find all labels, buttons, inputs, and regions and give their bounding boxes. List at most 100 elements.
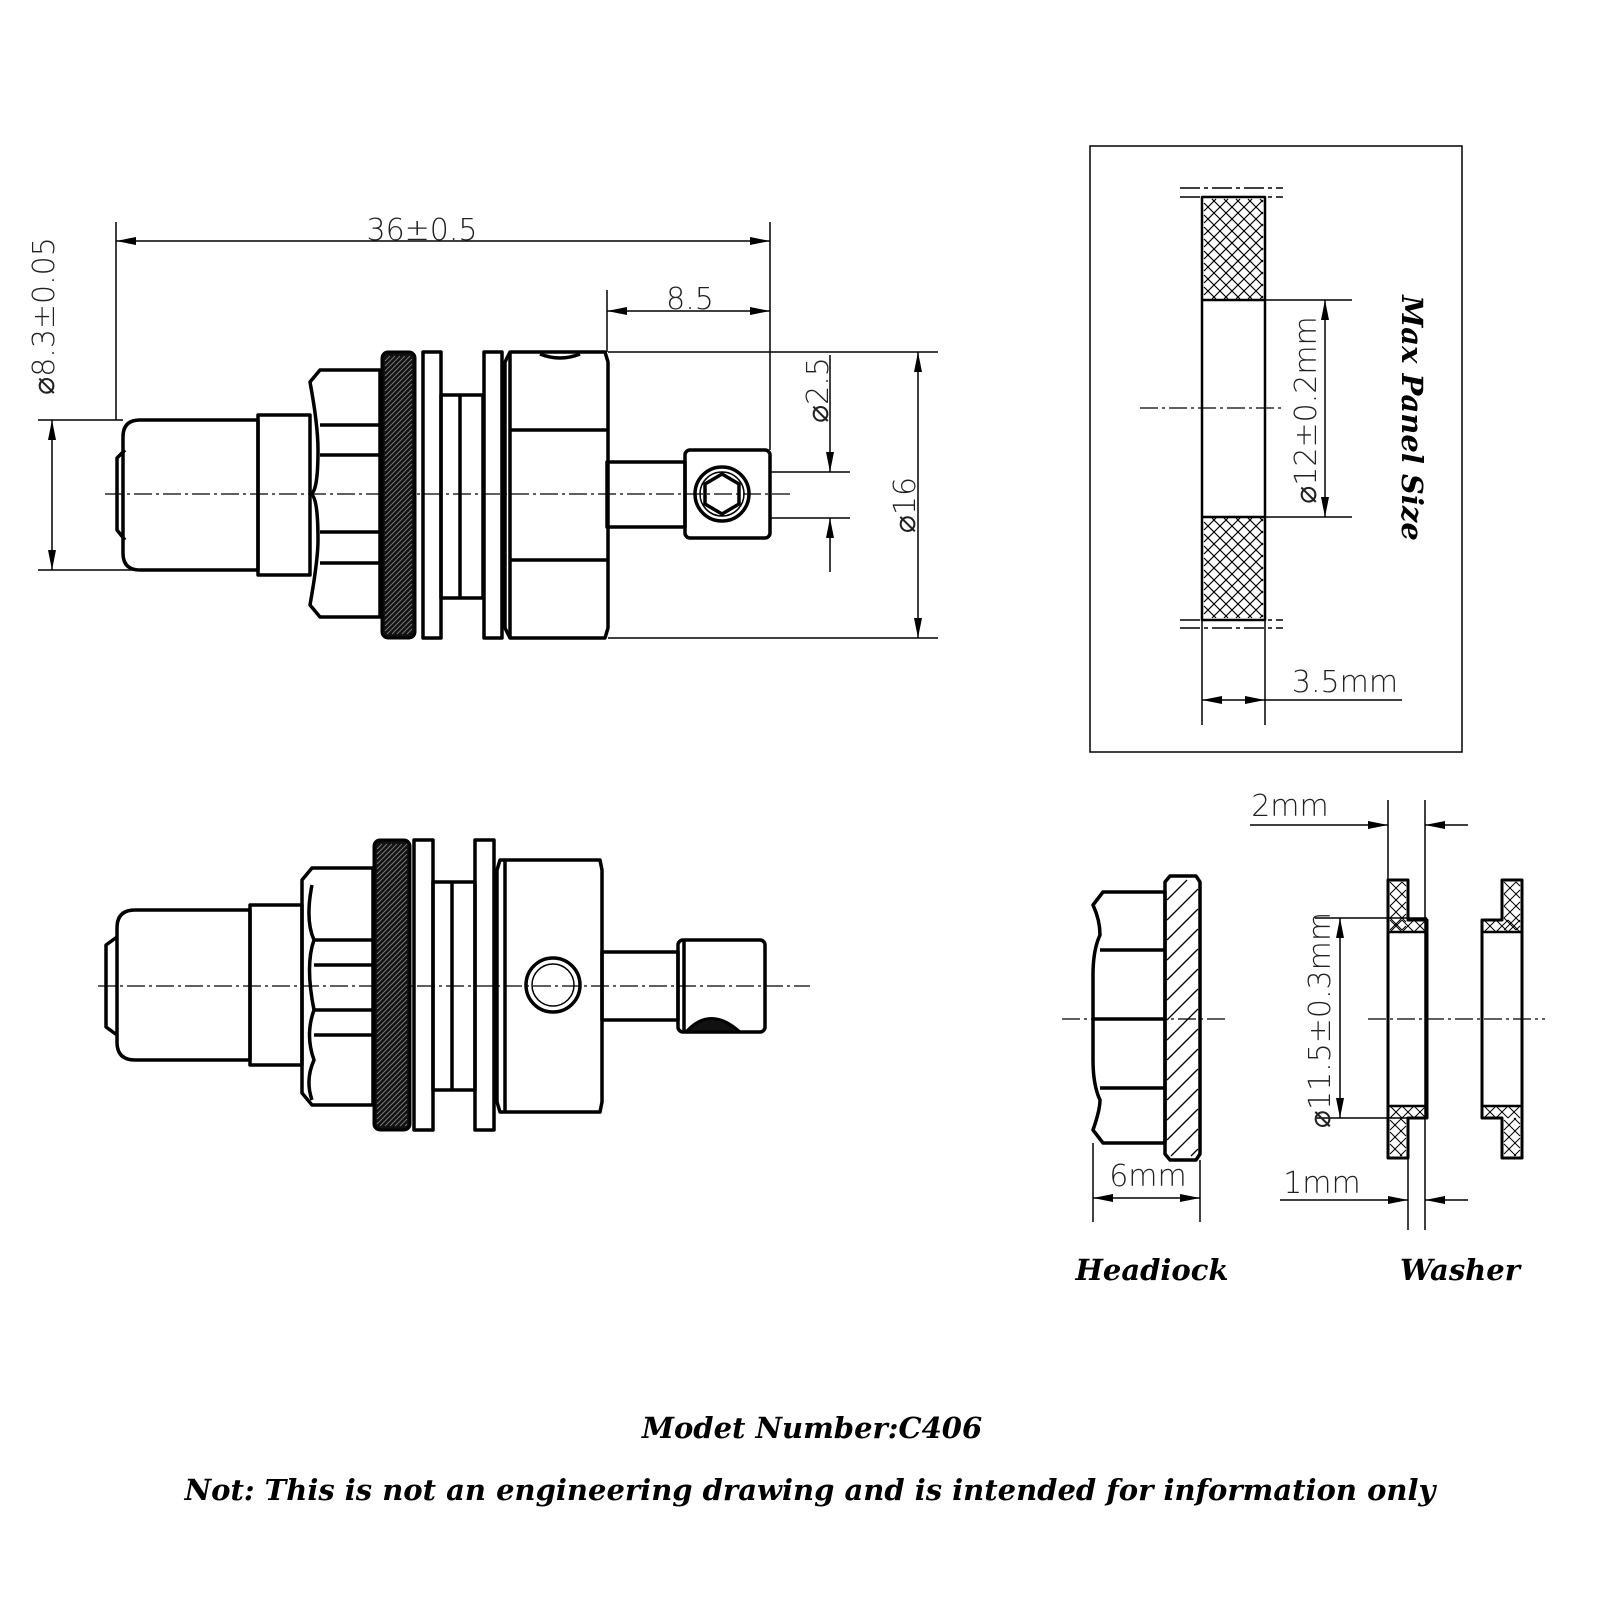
- hatch-line: [401, 623, 413, 635]
- hatch-line: [1503, 1125, 1521, 1143]
- hatch-line: [376, 843, 403, 870]
- hatch-line: [1413, 919, 1426, 932]
- hatch-line: [376, 1093, 408, 1125]
- hatch-line: [376, 853, 408, 885]
- max-panel-size-title: Max Panel Size: [1395, 294, 1429, 541]
- hatch-line: [1389, 905, 1407, 923]
- hatch-line: [384, 518, 413, 547]
- hatch-line: [376, 1023, 408, 1055]
- hatch-line: [376, 848, 408, 880]
- hatch-line: [376, 953, 408, 985]
- body-barrel: [495, 858, 604, 1114]
- hatch-line: [376, 1088, 408, 1120]
- hatch-line: [1166, 948, 1199, 981]
- hatch-line: [384, 355, 406, 377]
- hex-nut-lines: [314, 938, 373, 1037]
- hatch-line: [1166, 879, 1188, 901]
- hatch-line: [1203, 593, 1229, 619]
- hatch-line: [1166, 1108, 1199, 1141]
- hatch-line: [1503, 1143, 1517, 1157]
- hatch-line: [1259, 517, 1264, 522]
- hatch-line: [1203, 286, 1217, 300]
- hatch-line: [1401, 919, 1415, 933]
- hatch-line: [384, 355, 401, 372]
- hatch-line: [1203, 250, 1253, 300]
- hatch-line: [1503, 889, 1521, 907]
- headlock-hex: [1091, 890, 1167, 1145]
- washer-front: [421, 350, 443, 640]
- washer-front: [412, 838, 435, 1132]
- hatch-line: [1166, 888, 1199, 921]
- washer-inner-label: ⌀11.5±0.3mm: [1303, 912, 1338, 1128]
- hatch-line: [1235, 198, 1264, 227]
- hatch-line: [376, 1068, 408, 1100]
- hatch-line: [379, 1098, 408, 1127]
- hatch-line: [376, 993, 408, 1025]
- hatch-line: [1389, 913, 1407, 931]
- hatch-line: [384, 473, 413, 502]
- hatch-line: [1389, 919, 1403, 933]
- hatch-line: [376, 928, 408, 960]
- hatch-line: [384, 1103, 408, 1127]
- hatch-line: [1483, 1105, 1497, 1119]
- hatch-line: [384, 355, 411, 382]
- hatch-line: [384, 378, 413, 407]
- hatch-line: [384, 598, 413, 627]
- hatch-line: [376, 1058, 408, 1090]
- hatch-line: [376, 843, 393, 860]
- hatch-line: [1203, 557, 1264, 618]
- hatch-line: [1495, 1105, 1509, 1119]
- hatch-line: [384, 433, 413, 462]
- hatch-line: [404, 1123, 408, 1127]
- body-notch: [539, 352, 581, 360]
- hatch-line: [406, 628, 413, 635]
- hatch-line: [376, 1013, 408, 1045]
- panel-crosshatch: [1203, 198, 1264, 619]
- hatch-line: [1203, 605, 1217, 619]
- hatch-line: [1203, 533, 1264, 594]
- body-barrel: [503, 350, 610, 640]
- panel-hole-label: ⌀12±0.2mm: [1289, 316, 1324, 504]
- flange-hatch: [1166, 879, 1199, 1157]
- hex-nut-facets: [320, 423, 380, 565]
- hatch-line: [1503, 913, 1521, 931]
- washer-width-label: 2mm: [1251, 789, 1329, 824]
- washer-back: [473, 838, 496, 1132]
- hatch-line: [1211, 247, 1264, 300]
- hex-nut: [308, 368, 382, 619]
- hatch-line: [376, 963, 408, 995]
- hatch-line: [376, 843, 408, 875]
- hatch-line: [1166, 968, 1199, 1001]
- hatch-line: [1223, 517, 1264, 558]
- hatch-line: [384, 468, 413, 497]
- hatch-line: [384, 423, 413, 452]
- hatch-line: [1203, 581, 1241, 619]
- hatch-line: [376, 1048, 408, 1080]
- hatch-line: [1235, 271, 1264, 300]
- hatch-line: [1503, 1119, 1521, 1137]
- hatch-line: [376, 983, 408, 1015]
- hatch-line: [384, 573, 413, 602]
- hatch-line: [376, 1028, 408, 1060]
- hatch-line: [1203, 545, 1264, 606]
- hatch-line: [384, 508, 413, 537]
- hatch-line: [1389, 889, 1407, 907]
- hatch-line: [384, 453, 413, 482]
- connector-side-view-top: 36±0.5 8.5 ⌀8.3±0.05 ⌀2.5 ⌀16: [27, 213, 938, 640]
- panel-dimension-lines: [1201, 299, 1402, 725]
- hatch-line: [376, 868, 408, 900]
- tip-cap: [104, 935, 119, 1037]
- hatch-line: [1503, 917, 1517, 931]
- set-screw-ring: [699, 471, 745, 517]
- hatch-line: [1235, 590, 1264, 619]
- hatch-line: [376, 1003, 408, 1035]
- hatch-line: [376, 1073, 408, 1105]
- hatch-line: [384, 483, 413, 512]
- hatch-line: [1507, 1105, 1521, 1119]
- hatch-line: [1389, 1119, 1407, 1137]
- hatch-line: [376, 958, 408, 990]
- hatch-line: [376, 883, 408, 915]
- hatch-line: [394, 1113, 408, 1127]
- hatch-line: [384, 548, 413, 577]
